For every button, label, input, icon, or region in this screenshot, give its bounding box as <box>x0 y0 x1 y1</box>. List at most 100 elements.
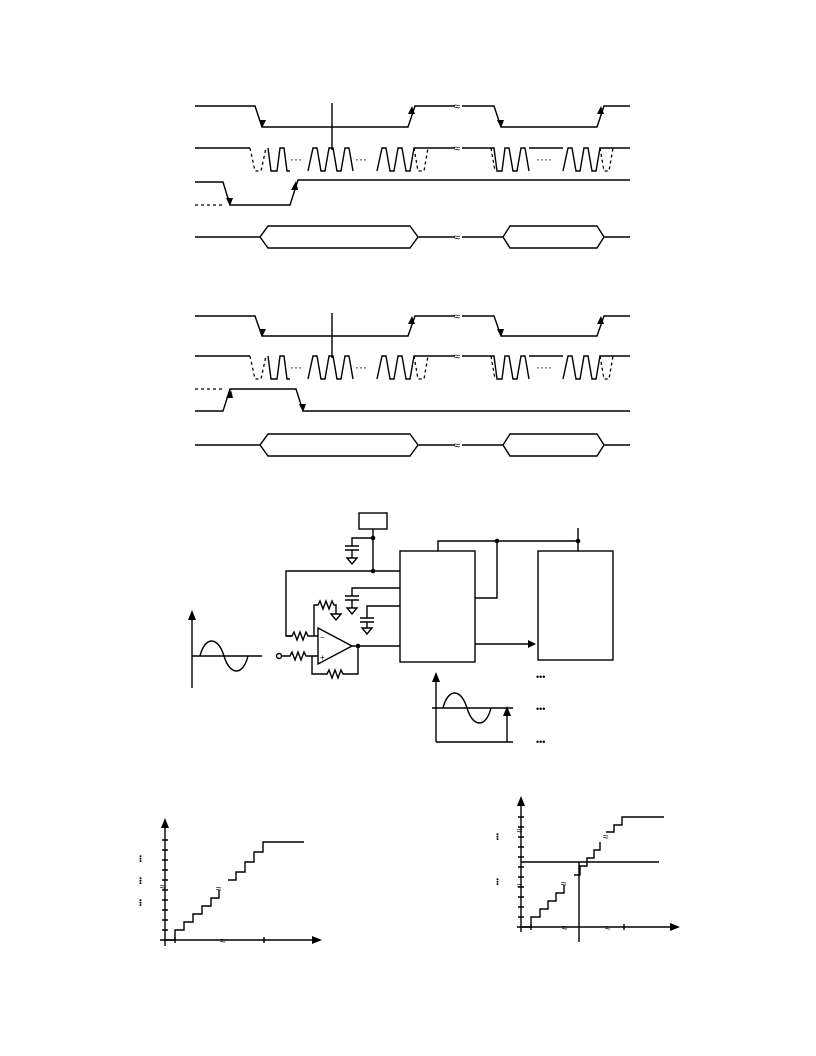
left-graph-ellipsis-2: ••• <box>136 877 143 885</box>
timing2-clock-mid <box>307 355 354 380</box>
timing2-edge-arrow-6 <box>299 404 306 412</box>
timing1-clock-right-2 <box>462 147 563 172</box>
op-amp <box>317 626 354 666</box>
timing2-edge-arrow-4 <box>597 316 604 324</box>
timing1-edge-arrow-6 <box>291 181 298 190</box>
left-graph-staircase <box>165 841 304 941</box>
timing1-edge-arrow-3 <box>497 120 504 128</box>
timing2-signal-3 <box>195 388 630 412</box>
timing2-edge-arrow-5 <box>226 390 233 398</box>
left-graph-ellipsis-1: ••• <box>136 855 143 863</box>
timing2-clock-dashed-1 <box>249 355 267 380</box>
left-graph-ellipsis-3: ••• <box>136 899 143 907</box>
input-waveform-sine <box>199 640 249 672</box>
right-graph-x-arrow <box>670 923 680 931</box>
right-graph-staircase <box>521 816 664 928</box>
right-graph-break-2: ≈ <box>603 832 609 843</box>
op-amp-minus: − <box>320 633 325 642</box>
feedback-resistor-top <box>313 599 343 636</box>
timing1-clock-ellipsis-1: ··· <box>290 152 302 166</box>
timing1-break-mark-1: ≈ <box>454 101 460 113</box>
timing2-clock-ellipsis-1: ··· <box>290 360 302 374</box>
timing2-clock-ellipsis-2: ··· <box>355 360 367 374</box>
junction-dot <box>575 538 581 544</box>
timing2-bus-1 <box>195 433 630 457</box>
wire-supply-branch <box>475 541 498 599</box>
wire-feedback-loop <box>285 570 373 637</box>
left-graph-y-ticks <box>162 839 168 931</box>
capacitor-1 <box>345 537 373 566</box>
input-resistor-minus <box>286 630 318 642</box>
timing2-edge-arrow-2 <box>408 316 415 324</box>
timing-diagram-1: ≈ ··· ··· ···· ≈ ≈ <box>195 101 630 249</box>
right-graph-y-break-1: ≈ <box>517 826 523 837</box>
controller-ellipsis-2: ••• <box>536 704 545 714</box>
input-waveform-axis-arrow <box>188 610 196 620</box>
timing1-edge-arrow-5 <box>226 198 233 206</box>
timing2-clock-right-2 <box>462 355 563 380</box>
timing2-break-mark-2: ≈ <box>454 351 460 363</box>
staircase-graph-right: ≈ ≈ ≈ ≈ ≈ ≈ ••• ••• <box>493 796 680 942</box>
output-waveform-sine <box>442 692 492 724</box>
timing2-signal-1 <box>195 315 630 337</box>
timing1-clock-dashed-2 <box>413 147 429 172</box>
timing1-clock-dashed-1 <box>249 147 267 172</box>
right-graph-x-break-1: ≈ <box>562 923 568 934</box>
output-waveform-axis-arrow <box>432 672 440 682</box>
timing1-clock-left <box>195 147 290 172</box>
converter-block <box>399 550 476 663</box>
supply-line <box>437 528 579 551</box>
timing2-edge-arrow-3 <box>497 329 504 337</box>
timing1-clock-far-right <box>562 147 630 172</box>
output-waveform-marker-arrow <box>503 706 511 716</box>
timing1-break-mark-3: ≈ <box>454 232 460 244</box>
capacitor-3 <box>360 605 400 636</box>
timing2-clock-far-right <box>562 355 630 380</box>
timing1-edge-arrow-2 <box>408 106 415 114</box>
timing2-clock-right <box>376 355 455 380</box>
controller-ellipsis-3: ••• <box>536 737 545 747</box>
right-graph-ellipsis-2: ••• <box>493 878 500 886</box>
right-graph-y-ticks <box>518 816 524 918</box>
timing2-clock-ellipsis-3: ···· <box>536 360 552 374</box>
timing1-break-mark-2: ≈ <box>454 143 460 155</box>
controller-ellipsis-1: ••• <box>536 672 545 682</box>
input-resistor-plus <box>282 650 318 662</box>
timing2-break-mark-3: ≈ <box>454 440 460 452</box>
analog-input-terminal[interactable] <box>275 652 283 660</box>
timing1-clock-ellipsis-2: ··· <box>355 152 367 166</box>
capacitor-2 <box>345 587 400 616</box>
staircase-graph-left: ≈ ≈ ≈ ••• ••• ••• <box>136 818 322 947</box>
timing1-bus-1 <box>195 225 630 249</box>
timing2-clock-dashed-4 <box>599 355 614 380</box>
timing1-signal-1 <box>195 105 630 128</box>
timing1-clock-mid <box>307 147 354 172</box>
timing2-clock-left <box>195 355 290 380</box>
op-amp-plus: + <box>320 653 325 662</box>
right-graph-ellipsis-1: ••• <box>493 833 500 841</box>
left-graph-x-arrow <box>312 936 322 944</box>
timing1-clock-right <box>376 147 455 172</box>
right-graph-x-break-2: ≈ <box>605 923 611 934</box>
right-graph-break-1: ≈ <box>561 879 567 890</box>
controller-block <box>537 550 614 661</box>
timing1-clock-ellipsis-3: ···· <box>536 152 552 166</box>
left-graph-y-break: ≈ <box>160 882 166 893</box>
timing2-clock-dashed-3 <box>490 355 496 380</box>
left-graph-break-1: ≈ <box>216 884 222 895</box>
right-graph-y-break-2: ≈ <box>517 881 523 892</box>
reference-box <box>358 512 388 530</box>
left-graph-x-break: ≈ <box>220 936 226 947</box>
left-graph-y-arrow <box>161 818 169 828</box>
timing-diagram-2: ≈ ··· ··· ···· ≈ ≈ <box>195 311 630 457</box>
application-circuit: − + ••• ••• ••• <box>188 512 614 747</box>
timing1-signal-3 <box>195 179 630 206</box>
feedback-resistor-bottom <box>311 646 359 680</box>
right-graph-y-arrow <box>517 796 525 806</box>
timing1-clock-dashed-3 <box>490 147 496 172</box>
timing2-edge-arrow-1 <box>259 329 266 337</box>
timing2-break-mark-1: ≈ <box>454 311 460 323</box>
timing1-clock-dashed-4 <box>599 147 614 172</box>
